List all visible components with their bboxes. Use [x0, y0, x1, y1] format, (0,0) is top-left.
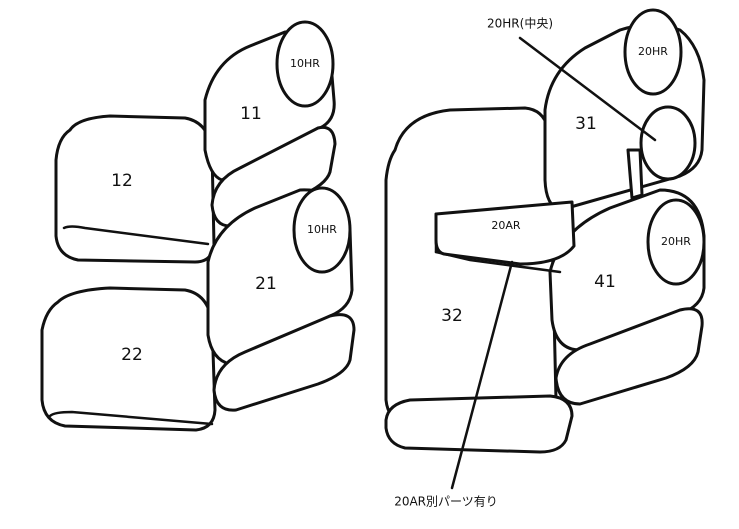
label-headrest-10hr-lower: 10HR — [307, 223, 337, 236]
callout-armrest-note: 20AR別パーツ有り — [394, 495, 498, 509]
callout-center-headrest: 20HR(中央) — [487, 16, 553, 31]
seat-32-front-cushion — [384, 394, 574, 454]
label-seat-22: 22 — [121, 345, 143, 365]
seat-22-edge-line — [48, 410, 214, 426]
headrest-20hr-lower — [646, 198, 706, 286]
label-seat-31: 31 — [575, 114, 597, 134]
label-seat-12: 12 — [111, 171, 133, 191]
seat-21-bolster — [212, 313, 356, 412]
headrest-10hr-lower — [292, 186, 352, 274]
label-seat-11: 11 — [240, 104, 262, 124]
seat-12-edge-line — [62, 225, 210, 246]
label-seat-21: 21 — [255, 274, 277, 294]
armrest-20ar-base-line — [434, 250, 562, 274]
seat-41-bolster — [554, 307, 704, 406]
seat-12-cushion — [54, 114, 216, 264]
label-armrest-20ar: 20AR — [491, 219, 521, 232]
seat-31-side-strip — [626, 148, 644, 200]
label-headrest-20hr-lower: 20HR — [661, 235, 691, 248]
headrest-10hr-upper — [275, 20, 335, 108]
headrest-20hr-center — [639, 105, 697, 181]
label-seat-41: 41 — [594, 272, 616, 292]
callout-line-center-headrest — [518, 36, 657, 142]
seat-11-bolster — [210, 125, 337, 228]
label-seat-32: 32 — [441, 306, 463, 326]
callout-line-armrest-note — [450, 260, 514, 490]
headrest-20hr-top — [623, 8, 683, 96]
label-headrest-20hr-top: 20HR — [638, 45, 668, 58]
label-headrest-10hr-upper: 10HR — [290, 57, 320, 70]
armrest-20ar-body — [434, 200, 576, 266]
